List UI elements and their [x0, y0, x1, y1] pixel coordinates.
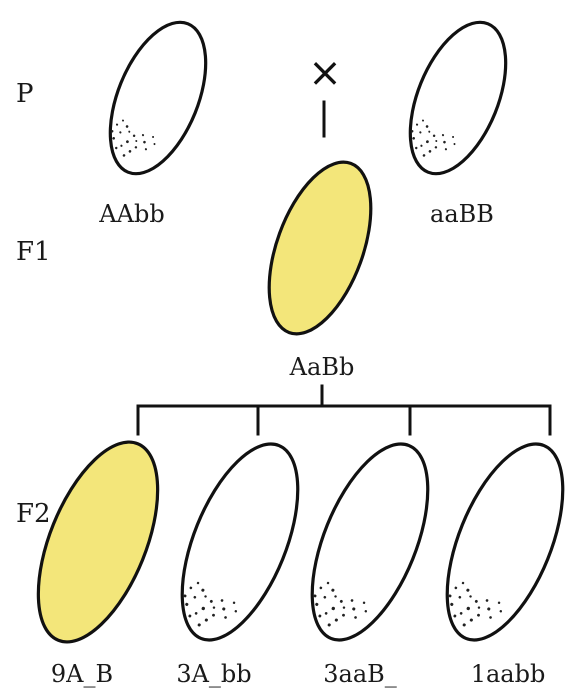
f1-genotype: AaBb — [289, 353, 355, 381]
f2-pod-white-1 — [158, 428, 321, 655]
parent-pod-aabb-right — [391, 9, 525, 187]
f2-pod-yellow — [14, 426, 182, 659]
f2-label-1: 9A_B — [51, 660, 113, 688]
cross-symbol: × — [308, 50, 342, 96]
label-f1-generation: F1 — [16, 237, 51, 267]
parent-pod-aabb-left — [91, 9, 225, 187]
label-f2-generation: F2 — [16, 499, 51, 529]
f2-label-4: 1aabb — [471, 660, 546, 688]
parent-genotype-right: aaBB — [430, 200, 494, 228]
f2-pod-white-3 — [423, 428, 573, 655]
parent-genotype-left: AAbb — [98, 200, 164, 228]
f2-pod-white-2 — [288, 428, 451, 655]
f2-label-2: 3A_bb — [176, 660, 251, 688]
label-p-generation: P — [16, 79, 34, 109]
f2-branch-bracket — [138, 386, 550, 434]
f1-pod — [249, 149, 391, 348]
f2-label-3: 3aaB_ — [323, 660, 397, 688]
